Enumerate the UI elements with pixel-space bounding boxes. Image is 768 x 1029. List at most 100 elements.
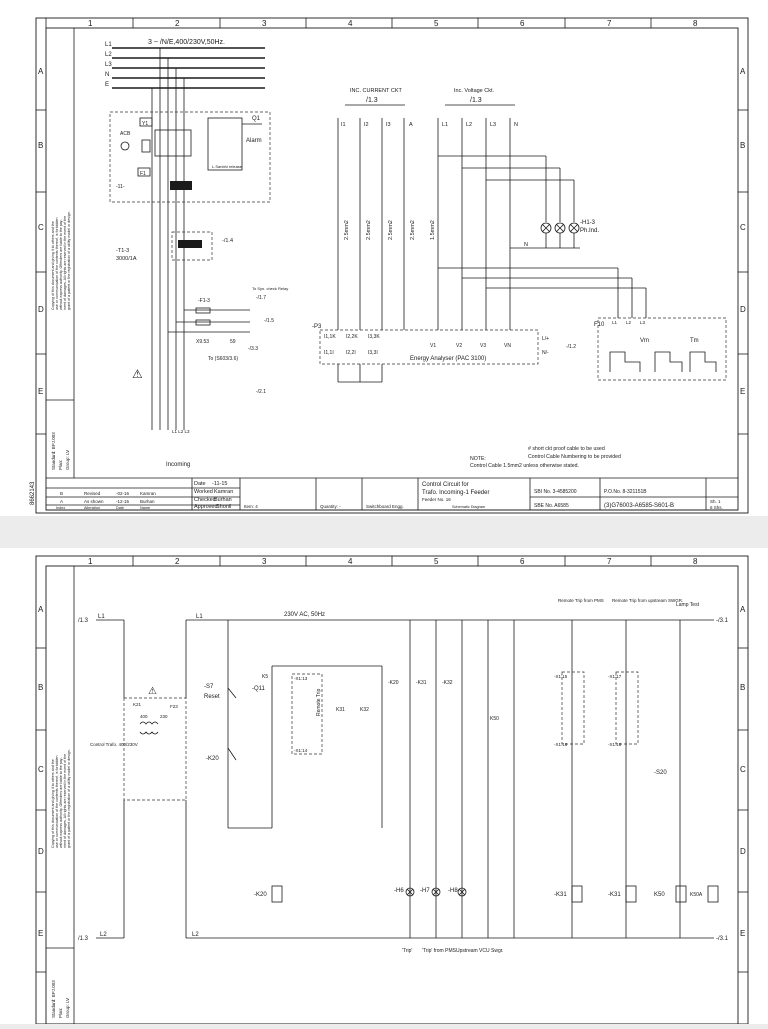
svg-text:X9.53: X9.53 [196,339,209,345]
sheet-1-canvas: 1 2 3 4 5 6 7 8 A A B B C C D D E E Copy… [30,17,749,514]
svg-text:L2: L2 [626,320,632,325]
svg-text:L2: L2 [100,932,107,938]
notes-block: # short ckt proof cable to be used Contr… [470,446,621,469]
svg-text:SBE No. A6585: SBE No. A6585 [534,503,569,509]
svg-text:F23: F23 [170,704,178,709]
ct-t1-3: -T1-3 3000/1A -/1.4 [116,231,233,262]
drawing-sheet-2: 1 2 3 4 5 6 7 8 A A B B C C D D E E Copy… [0,548,768,1025]
svg-text:Control Circuit for: Control Circuit for [422,482,469,488]
svg-text:I2: I2 [364,122,369,128]
svg-text:K50: K50 [654,892,665,898]
svg-text:A: A [60,499,63,504]
svg-text:Copying of this document and g: Copying of this document and giving it t… [51,221,55,310]
incoming-voltage-circuit: Inc. Voltage Ckt. /1.3 L1 L2 L3 N 1.5mm2… [430,88,647,330]
svg-text:L1: L1 [98,614,105,620]
svg-text:-K31: -K31 [608,892,621,898]
svg-text:E: E [740,929,745,938]
svg-text:Quantity: -: Quantity: - [320,504,341,509]
svg-text:ACB: ACB [120,131,131,137]
h1-3-label: -H1-3 [580,220,596,226]
svg-text:B: B [60,491,63,496]
svg-text:A: A [740,605,746,614]
svg-text:K32: K32 [360,707,369,713]
tm-label: Tm [690,338,699,344]
svg-text:Kamran: Kamran [214,489,233,495]
svg-text:/1.3: /1.3 [366,97,378,104]
svg-text:without express authority. Off: without express authority. Offenders are… [59,218,63,310]
sheet-2-canvas: 1 2 3 4 5 6 7 8 A A B B C C D D E E Copy… [35,555,749,1025]
svg-text:Date: Date [194,481,206,487]
alarm-label: Alarm [246,138,262,144]
svg-text:I1,1K: I1,1K [324,334,336,340]
row-d-right: D [740,305,746,314]
svg-text:Plan:: Plan: [58,1008,63,1018]
svg-text:Upstream VCU Swgr.: Upstream VCU Swgr. [456,948,504,954]
svg-text:Sh. 1: Sh. 1 [710,499,721,504]
svg-text:Lamp Test: Lamp Test [676,602,700,608]
svg-text:Feeder No. 16: Feeder No. 16 [422,497,451,502]
svg-text:3: 3 [262,557,267,566]
svg-text:L.Sanbhi release: L.Sanbhi release [212,164,243,169]
svg-text:-/3.3: -/3.3 [248,346,258,352]
svg-text:INC. CURRENT CKT: INC. CURRENT CKT [350,88,402,94]
svg-text:B: B [740,683,745,692]
svg-text:230V AC, 50Hz: 230V AC, 50Hz [284,612,325,618]
column-zone-markers: 1 2 3 4 5 6 7 8 [45,18,698,28]
control-transformer: Control Trafo. 400/230V K21 400 230 F23 … [90,686,187,801]
svg-text:B: B [38,683,43,692]
svg-text:A: A [409,122,413,128]
svg-text:230: 230 [160,714,168,719]
warning-triangle-icon: ⚠ [148,686,157,697]
svg-text:I3,3I: I3,3I [368,350,378,356]
svg-text:To (S603/3.6): To (S603/3.6) [208,356,238,362]
svg-text:-X1:18: -X1:18 [608,742,622,747]
svg-text:Shonil: Shonil [216,504,231,510]
svg-text:2.5mm2: 2.5mm2 [366,220,372,240]
svg-text:Inc. Voltage Ckt.: Inc. Voltage Ckt. [454,88,495,94]
svg-text:P.O.No. 8-321151B: P.O.No. 8-321151B [604,489,647,495]
svg-text:V2: V2 [456,343,462,349]
svg-text:8: 8 [693,557,698,566]
q1-label: Q1 [252,116,261,122]
svg-text:Schematic Diagram: Schematic Diagram [452,505,485,509]
svg-text:E: E [105,82,109,88]
svg-text:-S7: -S7 [204,684,214,690]
svg-text:Remote Trip from upstream SWGR: Remote Trip from upstream SWGR. [612,598,683,603]
svg-text:Revised: Revised [84,491,101,496]
svg-text:5: 5 [434,557,439,566]
svg-text:4: 4 [348,557,353,566]
svg-text:N: N [105,72,109,78]
svg-text:-12-15: -12-15 [116,499,130,504]
col-1: 1 [88,19,93,28]
remote-trip-columns: Remote Trip from PMS Remote Trip from up… [554,598,700,938]
svg-text:ment of damages. All rights ar: ment of damages. All rights are reserved… [63,754,67,848]
svg-text:Burhan: Burhan [140,499,155,504]
svg-text:C: C [740,765,746,774]
svg-text:N: N [524,242,528,248]
incoming-phases: L1 L2 L3 [172,429,190,434]
svg-text:A: A [38,605,44,614]
svg-text:SBI No. 3-4585200: SBI No. 3-4585200 [534,489,577,495]
svg-text:C: C [38,765,44,774]
svg-text:'Trip': 'Trip' [402,948,412,954]
vm-label: Vm [640,338,649,344]
doc-number: 8662143 [30,481,36,505]
svg-text:7: 7 [607,557,612,566]
row-c-left: C [38,223,44,232]
svg-text:2.5mm2: 2.5mm2 [344,220,350,240]
svg-text:Copying of this document and g: Copying of this document and giving it t… [51,759,55,848]
svg-text:V1: V1 [430,343,436,349]
svg-text:Trafo. Incoming-1 Feeder: Trafo. Incoming-1 Feeder [422,490,489,496]
svg-text:I3,3K: I3,3K [368,334,380,340]
svg-text:Reset: Reset [204,694,220,700]
svg-text:use or communication of the co: use or communication of the contents the… [55,756,59,849]
svg-text:N/-: N/- [542,350,549,356]
fuse-f1-3: -F1-3 To Syn. check Relay -/1.7 -/1.5 X9… [168,286,288,395]
svg-text:Standard: BPJ.003: Standard: BPJ.003 [51,980,56,1018]
svg-text:L3: L3 [105,62,112,68]
svg-text:-K31: -K31 [416,680,427,686]
svg-text:Item: 4: Item: 4 [244,504,258,509]
svg-text:F1: F1 [140,171,146,177]
drawing-sheet-1: 1 2 3 4 5 6 7 8 A A B B C C D D E E Copy… [0,0,768,516]
svg-text:Index: Index [56,506,65,510]
